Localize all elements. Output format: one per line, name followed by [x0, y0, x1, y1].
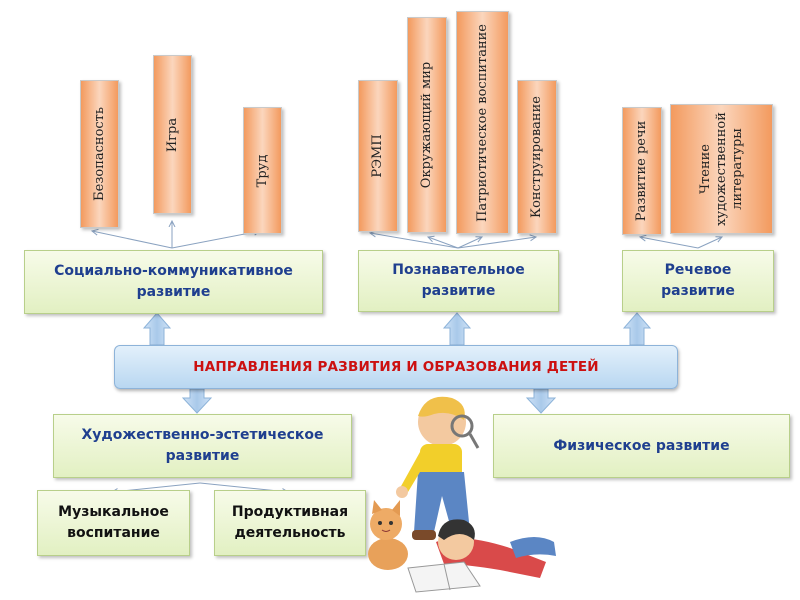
area-artistic: Художественно-эстетическое развитие [53, 414, 352, 478]
item-remp: РЭМП [358, 80, 398, 232]
cat-illustration [368, 500, 408, 570]
item-speech-dev-label: Развитие речи [634, 120, 649, 222]
block-arrows [142, 312, 652, 414]
area-social: Социально-коммуникативное развитие [24, 250, 323, 314]
item-construction-label: Конструирование [529, 96, 544, 218]
area-physical: Физическое развитие [493, 414, 790, 478]
center-title: НАПРАВЛЕНИЯ РАЗВИТИЯ И ОБРАЗОВАНИЯ ДЕТЕЙ [193, 359, 599, 375]
boy-illustration [396, 396, 480, 540]
item-music-label: Музыкальное воспитание [58, 504, 169, 541]
item-play: Игра [153, 55, 192, 214]
item-productive: Продуктивная деятельность [214, 490, 366, 556]
item-world-label: Окружающий мир [419, 61, 434, 189]
area-speech-label: Речевое развитие [661, 262, 735, 299]
girl-illustration [407, 519, 556, 593]
item-remp-label: РЭМП [370, 134, 385, 178]
item-reading-label: Чтение художественной литературы [697, 112, 745, 226]
item-labor: Труд [243, 107, 282, 234]
item-productive-label: Продуктивная деятельность [231, 504, 349, 541]
children-illustration [368, 396, 556, 593]
speech-fan-lines [640, 237, 722, 249]
area-cognitive-label: Познавательное развитие [392, 262, 525, 299]
cognitive-fan-lines [370, 233, 536, 249]
item-play-label: Игра [164, 117, 180, 152]
item-world: Окружающий мир [407, 17, 447, 233]
area-speech: Речевое развитие [622, 250, 774, 312]
area-cognitive: Познавательное развитие [358, 250, 559, 312]
item-safety: Безопасность [80, 80, 119, 228]
item-patriotic: Патриотическое воспитание [456, 11, 509, 234]
area-artistic-label: Художественно-эстетическое развитие [81, 427, 324, 464]
area-physical-label: Физическое развитие [553, 437, 730, 454]
item-safety-label: Безопасность [91, 107, 107, 201]
item-labor-label: Труд [254, 154, 270, 187]
item-reading: Чтение художественной литературы [670, 104, 773, 234]
item-patriotic-label: Патриотическое воспитание [474, 23, 490, 222]
item-construction: Конструирование [517, 80, 557, 234]
center-title-banner: НАПРАВЛЕНИЯ РАЗВИТИЯ И ОБРАЗОВАНИЯ ДЕТЕЙ [114, 345, 678, 389]
area-social-label: Социально-коммуникативное развитие [54, 263, 293, 300]
item-speech-dev: Развитие речи [622, 107, 662, 235]
item-music: Музыкальное воспитание [37, 490, 190, 556]
